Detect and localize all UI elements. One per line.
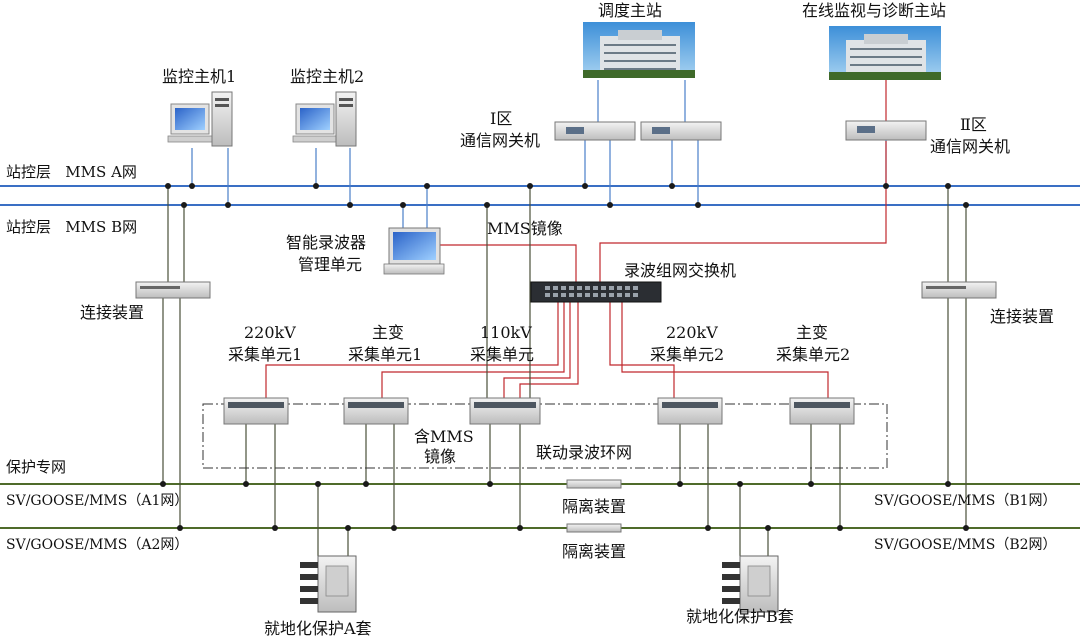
label-unit-220kv-1-l1: 220kV [244, 323, 296, 342]
dispatch-master-image [583, 22, 695, 78]
label-monitor-host2: 监控主机2 [290, 67, 364, 86]
connector-lines [162, 186, 967, 528]
label-linkage-ring: 联动录波环网 [536, 443, 632, 462]
station-bus-lines [0, 185, 1080, 206]
junction-dots [160, 183, 969, 531]
connector-right-image [921, 281, 997, 299]
label-station-mms-a: 站控层 MMS A网 [6, 163, 137, 181]
label-isolation-1: 隔离装置 [562, 497, 626, 516]
label-contains-mms-l1: 含MMS [414, 427, 474, 446]
label-local-protection-a: 就地化保护A套 [264, 619, 372, 638]
label-zone1-gateway-l2: 通信网关机 [460, 131, 540, 150]
online-master-image [829, 26, 941, 80]
label-dispatch-master: 调度主站 [598, 1, 662, 20]
recorder-links [265, 141, 887, 398]
label-protection-net: 保护专网 [6, 458, 66, 476]
label-unit-main-1-l2: 采集单元1 [348, 345, 422, 364]
label-mms-mirror: MMS镜像 [487, 219, 563, 238]
recorder-switch-image [530, 281, 662, 303]
label-unit-110kv-l1: 110kV [480, 323, 532, 342]
monitor-host2-image [292, 91, 357, 147]
label-local-protection-b: 就地化保护B套 [686, 607, 794, 626]
label-isolation-2: 隔离装置 [562, 542, 626, 561]
label-unit-main-2-l2: 采集单元2 [776, 345, 850, 364]
label-sv-b1: SV/GOOSE/MMS（B1网） [874, 493, 1057, 509]
label-recorder-mgmt-l2: 管理单元 [298, 255, 362, 274]
label-unit-110kv-l2: 采集单元 [470, 345, 534, 364]
label-unit-main-2-l1: 主变 [796, 323, 828, 342]
label-connector-left: 连接装置 [80, 303, 144, 322]
collection-units-image [223, 397, 855, 425]
label-station-mms-b: 站控层 MMS B网 [6, 218, 137, 236]
station-drop-lines [191, 80, 887, 228]
label-connector-right: 连接装置 [990, 307, 1054, 326]
connector-left-image [135, 281, 211, 299]
label-zone2-gateway-l1: Ⅱ区 [960, 115, 987, 134]
label-unit-220kv-1-l2: 采集单元1 [228, 345, 302, 364]
isolation-devices-image [566, 479, 622, 533]
label-recorder-mgmt-l1: 智能录波器 [286, 233, 366, 252]
linkage-ring-box [202, 403, 888, 469]
zone1-gateway-image [554, 121, 722, 141]
label-zone2-gateway-l2: 通信网关机 [930, 137, 1010, 156]
label-unit-220kv-2-l1: 220kV [666, 323, 718, 342]
field-drop-lines [245, 424, 841, 556]
label-recorder-switch: 录波组网交换机 [624, 261, 736, 280]
label-sv-a1: SV/GOOSE/MMS（A1网） [6, 493, 188, 509]
label-online-monitor-master: 在线监视与诊断主站 [802, 1, 946, 20]
label-contains-mms-l2: 镜像 [424, 447, 456, 466]
labels: 调度主站 在线监视与诊断主站 监控主机1 监控主机2 Ⅰ区 通信网关机 Ⅱ区 通… [6, 1, 1057, 638]
label-sv-b2: SV/GOOSE/MMS（B2网） [874, 537, 1057, 553]
zone2-gateway-image [845, 120, 927, 141]
local-protection-a-image [300, 555, 357, 613]
label-sv-a2: SV/GOOSE/MMS（A2网） [6, 537, 188, 553]
recorder-mgmt-image [383, 227, 445, 275]
label-zone1-gateway-l1: Ⅰ区 [490, 109, 512, 128]
monitor-host1-image [167, 91, 233, 147]
label-unit-220kv-2-l2: 采集单元2 [650, 345, 724, 364]
label-unit-main-1-l1: 主变 [372, 323, 404, 342]
local-protection-b-image [722, 555, 779, 613]
label-monitor-host1: 监控主机1 [162, 67, 236, 86]
mms-mirror-lines [486, 186, 531, 398]
